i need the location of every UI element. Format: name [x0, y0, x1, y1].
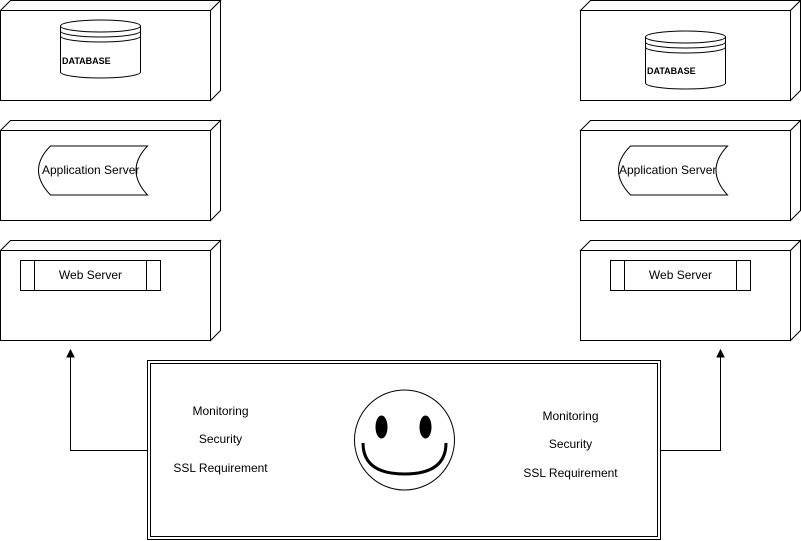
right-appserver-label: Application Server	[619, 163, 716, 177]
left-appserver-label: Application Server	[42, 163, 139, 177]
left-list-monitoring: Monitoring	[192, 404, 248, 418]
smiley-face-icon	[354, 389, 455, 491]
right-list-monitoring: Monitoring	[542, 409, 598, 423]
left-list-ssl-requirement: SSL Requirement	[173, 461, 268, 475]
left-connector-arrow	[66, 348, 149, 451]
right-appserver-storage-icon	[618, 145, 729, 196]
right-webserver-process-icon	[610, 260, 751, 291]
right-connector-arrow	[660, 348, 725, 451]
left-webserver-label: Web Server	[59, 268, 122, 282]
right-list-security: Security	[549, 437, 592, 451]
left-database-cylinder-icon	[60, 19, 141, 79]
right-webserver-label: Web Server	[649, 268, 712, 282]
right-database-label: DATABASE	[647, 66, 696, 76]
left-appserver-storage-icon	[38, 145, 149, 196]
right-list-ssl-requirement: SSL Requirement	[523, 466, 618, 480]
left-webserver-process-icon	[20, 260, 161, 291]
left-database-label: DATABASE	[62, 56, 111, 66]
left-list-security: Security	[199, 432, 242, 446]
right-database-cylinder-icon	[645, 30, 726, 90]
